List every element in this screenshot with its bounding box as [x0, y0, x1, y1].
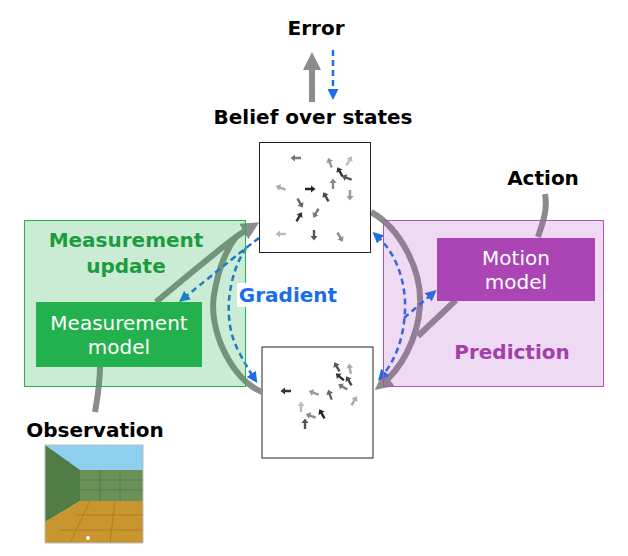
particle [336, 381, 349, 392]
panel-heading: Belief over states [214, 104, 413, 130]
box-label: Measurement model [44, 311, 194, 359]
particle [291, 155, 302, 162]
output-label: Error [288, 16, 345, 40]
band-title: Prediction [414, 339, 610, 365]
particle [293, 210, 304, 223]
particle [331, 360, 342, 373]
particle [298, 402, 305, 413]
particle [343, 154, 354, 167]
particles-bottom [281, 360, 360, 429]
particle [302, 419, 309, 430]
error-arrow [309, 60, 315, 102]
particle [316, 407, 327, 420]
gradient-arrow [332, 50, 335, 94]
particle [341, 173, 353, 183]
particle [347, 190, 354, 201]
particle [311, 230, 318, 241]
particle [334, 231, 345, 244]
particle [305, 411, 317, 421]
particle [334, 371, 347, 383]
label-holder: Error [288, 16, 345, 40]
particle [325, 157, 335, 169]
process-box: Measurement model [36, 302, 202, 367]
box-label: Motion model [456, 246, 576, 294]
input-label: Observation [26, 418, 164, 442]
particle [320, 190, 331, 203]
belief-box [259, 142, 371, 253]
measurement-band: Measurement updateMeasurement model [24, 220, 246, 387]
observation-image [45, 445, 143, 543]
particle [305, 186, 316, 193]
particle [276, 231, 287, 238]
particle [348, 394, 359, 407]
particle [281, 388, 292, 395]
flow-label: Gradient [237, 283, 339, 307]
belief-box [262, 347, 373, 458]
particle [343, 374, 354, 387]
particle [275, 183, 287, 193]
input-label: Action [507, 166, 579, 190]
particle [294, 197, 305, 210]
particle [310, 207, 321, 220]
particle [346, 363, 355, 375]
particle [330, 179, 337, 190]
prediction-band: PredictionMotion model [383, 220, 604, 387]
process-box: Motion model [437, 238, 595, 301]
label-holder: Observation [26, 418, 164, 442]
label-holder: Gradient [237, 283, 339, 307]
particles-top [275, 154, 355, 243]
band-title: Measurement update [31, 227, 221, 279]
particle [325, 389, 335, 401]
label-holder: Action [507, 166, 579, 190]
particle [308, 388, 320, 398]
